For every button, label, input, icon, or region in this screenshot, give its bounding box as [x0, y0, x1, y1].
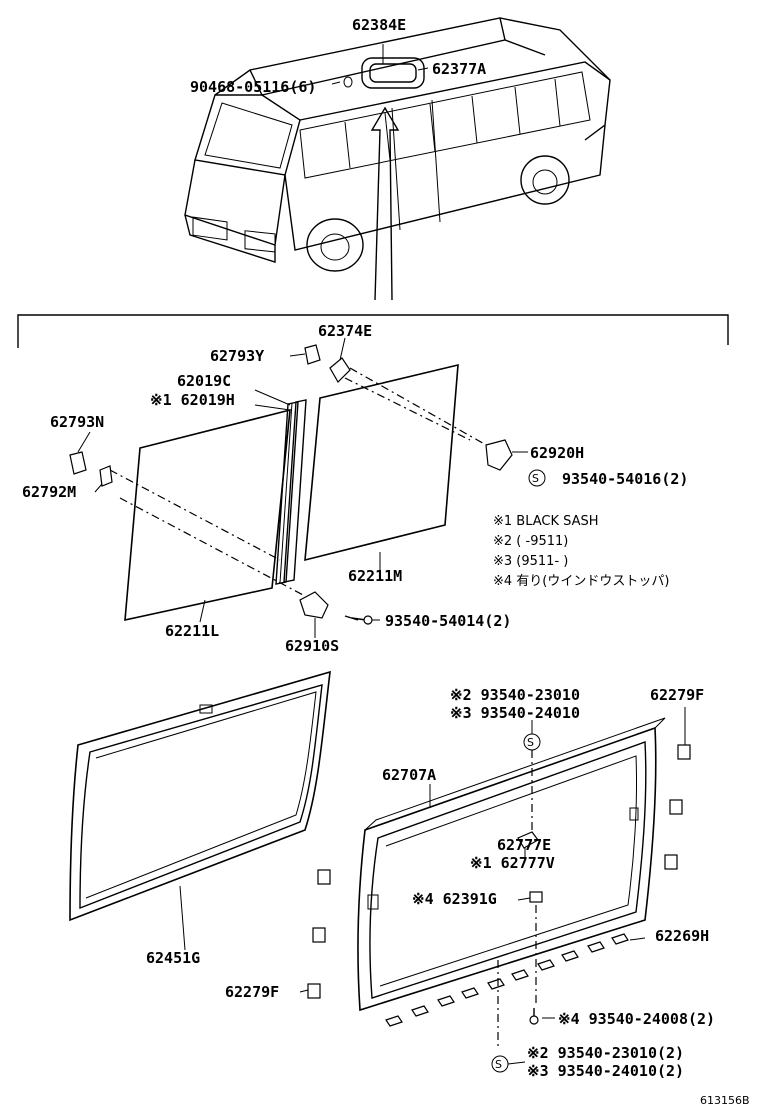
label-62374E: 62374E	[318, 322, 372, 340]
legend-note-3: ※3 (9511- )	[493, 554, 568, 569]
pad-62792M-shape	[99, 465, 113, 487]
label-62211L: 62211L	[165, 622, 219, 640]
label-90468-05116: 90468-05116(6)	[190, 78, 316, 96]
pads-62269H	[385, 933, 629, 1027]
screw-93540-54014-shape	[344, 615, 367, 621]
label-62019C: 62019C	[177, 372, 231, 390]
stopper-62391G-shape	[529, 891, 543, 903]
label-62920H: 62920H	[530, 444, 584, 462]
bracket-62793N-shape	[69, 451, 87, 475]
latch-62920H-shape	[485, 439, 513, 471]
van-illustration	[184, 17, 611, 301]
label-93540-54014: 93540-54014(2)	[385, 612, 511, 630]
label-62793N: 62793N	[50, 413, 104, 431]
label-62910S: 62910S	[285, 637, 339, 655]
screw-symbol-93540-54016	[528, 469, 546, 487]
label-93540-23010-bottom: ※2 93540-23010(2)	[527, 1044, 684, 1062]
label-93540-24010-bottom: ※3 93540-24010(2)	[527, 1062, 684, 1080]
legend-note-2: ※2 ( -9511)	[493, 534, 568, 549]
label-62707A: 62707A	[382, 766, 436, 784]
legend-note-4: ※4 有り(ウインドウストッパ)	[493, 574, 669, 589]
label-62391G: ※4 62391G	[412, 890, 497, 908]
label-93540-24010-top: ※3 93540-24010	[450, 704, 580, 722]
legend-note-1: ※1 BLACK SASH	[493, 514, 599, 529]
label-62451G: 62451G	[146, 949, 200, 967]
label-62019H: ※1 62019H	[150, 391, 235, 409]
label-62211M: 62211M	[348, 567, 402, 585]
s-marker: S	[495, 1058, 502, 1071]
s-marker: S	[527, 736, 534, 749]
window-panels-group: S	[69, 337, 546, 638]
label-93540-24008: ※4 93540-24008(2)	[558, 1010, 715, 1028]
window-frames-group: S S	[69, 670, 691, 1073]
figure-reference: 613156B	[700, 1094, 750, 1107]
label-62269H: 62269H	[655, 927, 709, 945]
label-93540-54016: 93540-54016(2)	[562, 470, 688, 488]
pad-62374E-shape	[329, 357, 351, 383]
s-marker: S	[532, 472, 539, 485]
label-62792M: 62792M	[22, 483, 76, 501]
label-62777E: 62777E	[497, 836, 551, 854]
label-62793Y: 62793Y	[210, 347, 264, 365]
stopper-62777E-shape	[517, 831, 539, 849]
bracket-62793Y-shape	[304, 344, 321, 365]
latch-62910S-shape	[299, 591, 329, 619]
label-62377A: 62377A	[432, 60, 486, 78]
label-62384E: 62384E	[352, 16, 406, 34]
label-62279F-bottom: 62279F	[225, 983, 279, 1001]
label-62279F-top: 62279F	[650, 686, 704, 704]
clip-62279F-shape	[677, 744, 691, 760]
group-bracket	[17, 314, 729, 348]
label-93540-23010-top: ※2 93540-23010	[450, 686, 580, 704]
label-62777V: ※1 62777V	[470, 854, 555, 872]
